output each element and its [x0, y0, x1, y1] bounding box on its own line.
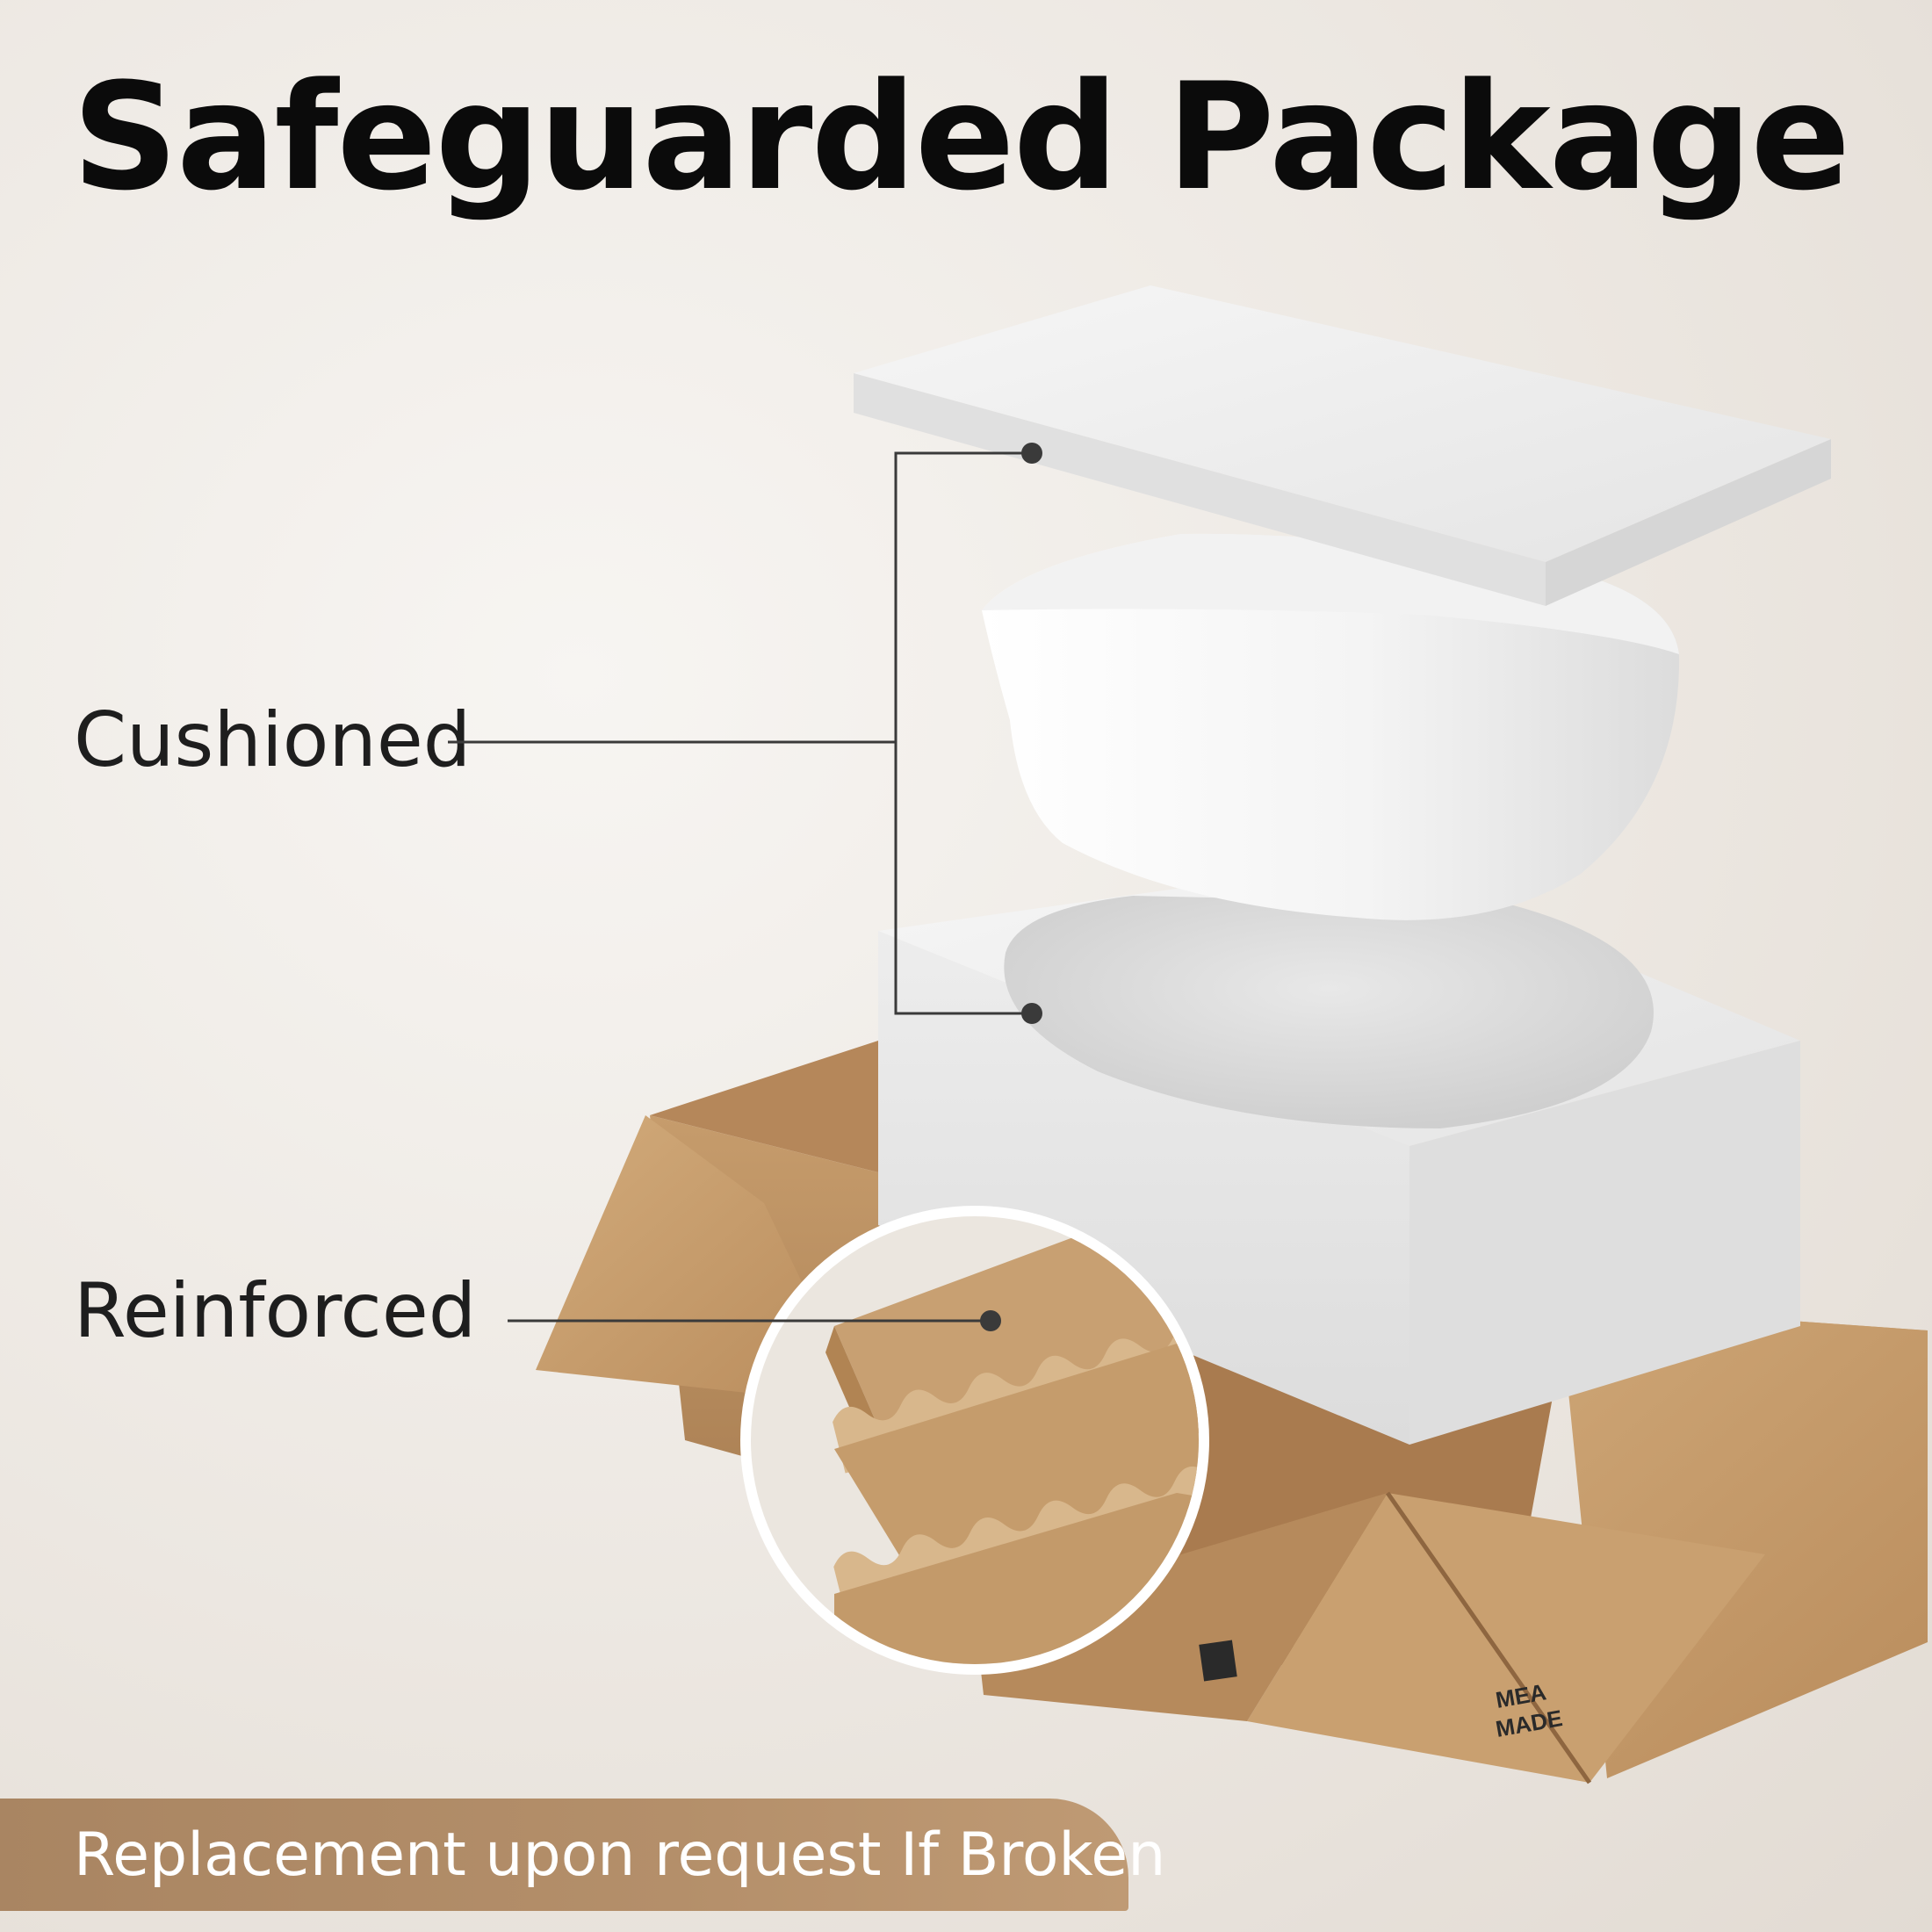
banner-text: Replacement upon request If Broken	[74, 1820, 1166, 1890]
fragile-icon	[1199, 1640, 1237, 1682]
label-reinforced: Reinforced	[74, 1267, 477, 1355]
dot-icon	[980, 1310, 1001, 1331]
dot-icon	[1021, 1003, 1042, 1024]
label-cushioned: Cushioned	[74, 696, 472, 784]
corrugation-zoom	[740, 1206, 1209, 1675]
foam-lid	[854, 285, 1831, 606]
page-title: Safeguarded Package	[72, 51, 1850, 223]
dot-icon	[1021, 443, 1042, 464]
foam-base	[878, 861, 1800, 1445]
replacement-banner: Replacement upon request If Broken	[0, 1799, 1165, 1911]
callout-lines	[448, 451, 1032, 1323]
